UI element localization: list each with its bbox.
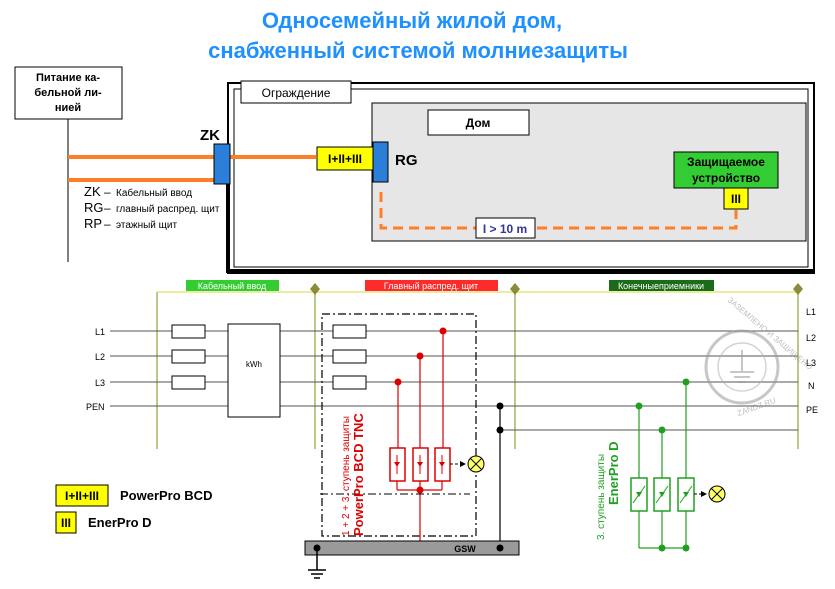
protected-device-line-1: Защищаемое (687, 155, 765, 169)
rg-connector (372, 141, 389, 183)
section-main-board: Главный распред. щит (384, 281, 478, 291)
svg-text:–: – (104, 201, 111, 215)
abbr-text-rp: этажный щит (116, 220, 177, 231)
legend-label-d: EnerPro D (88, 515, 152, 530)
section-cable-entry: Кабельный ввод (198, 281, 267, 291)
spd-bcd (320, 327, 485, 552)
meter-label: kWh (246, 360, 262, 369)
rg-badge-text: I+II+III (328, 152, 362, 166)
section-end-receivers: Конечныеприемники (618, 281, 704, 291)
house-label: Дом (466, 116, 491, 130)
house-distribution-line (379, 192, 738, 230)
abbr-code-zk: ZK (84, 184, 101, 199)
kwh-meter: kWh (227, 323, 281, 418)
fuses-left (171, 324, 206, 390)
rg-badge: I+II+III (316, 146, 374, 171)
left-label-l3: L3 (95, 378, 105, 388)
fence-label-box: Ограждение (240, 80, 352, 104)
zk-label: ZK (200, 127, 220, 144)
legend-badge-d: III (61, 516, 71, 530)
rg-label: RG (395, 152, 418, 169)
abbr-text-zk: Кабельный ввод (116, 187, 192, 199)
supply-line-2: бельной ли- (34, 87, 102, 99)
gsw-label: GSW (454, 544, 476, 554)
abbreviation-list: ZK – Кабельный ввод RG – главный распред… (84, 184, 220, 231)
ground-icon (308, 548, 326, 579)
main-board-enclosure (321, 313, 477, 537)
gsw-bar: GSW (304, 540, 520, 556)
title-line-2: снабженный системой молниезащиты (208, 38, 628, 63)
left-label-pen: PEN (86, 402, 105, 412)
bcd-vertical-line-1: 1 + 2 + 3. ступень защиты (341, 416, 352, 536)
watermark-top: ЗАЗЕМЛЕНО И ЗАЩИЩЕНО (726, 296, 814, 372)
d-vertical-label: 3. ступень защиты EnerPro D (596, 441, 621, 540)
bcd-vertical-label: 1 + 2 + 3. ступень защиты PowerPro BCD T… (341, 413, 366, 536)
supply-box: Питание ка- бельной ли- нией (14, 66, 123, 120)
right-label-l3: L3 (806, 358, 816, 368)
d-vertical-line-2: EnerPro D (606, 441, 621, 505)
right-label-l1: L1 (806, 307, 816, 317)
protected-device-line-2: устройство (692, 171, 760, 185)
section-posts (156, 283, 803, 449)
protected-device: Защищаемое устройство III (673, 151, 779, 210)
bus-lines (110, 330, 798, 431)
supply-line-3: нией (55, 102, 81, 114)
title-line-1: Односемейный жилой дом, (262, 8, 562, 33)
supply-line-1: Питание ка- (36, 72, 100, 84)
spd-d (630, 378, 726, 552)
abbr-code-rp: RP (84, 216, 102, 231)
right-label-n: N (808, 381, 815, 391)
abbr-code-rg: RG (84, 200, 104, 215)
right-label-pe: PE (806, 405, 818, 415)
legend: I+II+III PowerPro BCD III EnerPro D (55, 484, 212, 534)
protected-device-badge: III (731, 192, 741, 206)
left-label-l2: L2 (95, 352, 105, 362)
left-label-l1: L1 (95, 327, 105, 337)
right-label-l2: L2 (806, 333, 816, 343)
fence-label: Ограждение (262, 86, 331, 100)
section-headers: Кабельный ввод Главный распред. щит Коне… (157, 280, 798, 293)
legend-label-bcd: PowerPro BCD (120, 488, 212, 503)
zk-connector (213, 143, 231, 185)
distance-label: I > 10 m (483, 222, 527, 236)
pen-junction (496, 402, 504, 548)
svg-text:–: – (104, 217, 111, 231)
power-cable (68, 155, 316, 182)
d-vertical-line-1: 3. ступень защиты (596, 454, 607, 540)
svg-text:–: – (104, 185, 111, 199)
distance-box: I > 10 m (475, 217, 536, 239)
bcd-vertical-line-2: PowerPro BCD TNC (351, 413, 366, 536)
legend-badge-bcd: I+II+III (65, 489, 99, 503)
fuses-main (332, 324, 367, 390)
left-line-labels: L1 L2 L3 PEN (86, 327, 105, 412)
abbr-text-rg: главный распред. щит (116, 204, 220, 215)
right-line-labels: L1 L2 L3 N PE (806, 307, 818, 415)
